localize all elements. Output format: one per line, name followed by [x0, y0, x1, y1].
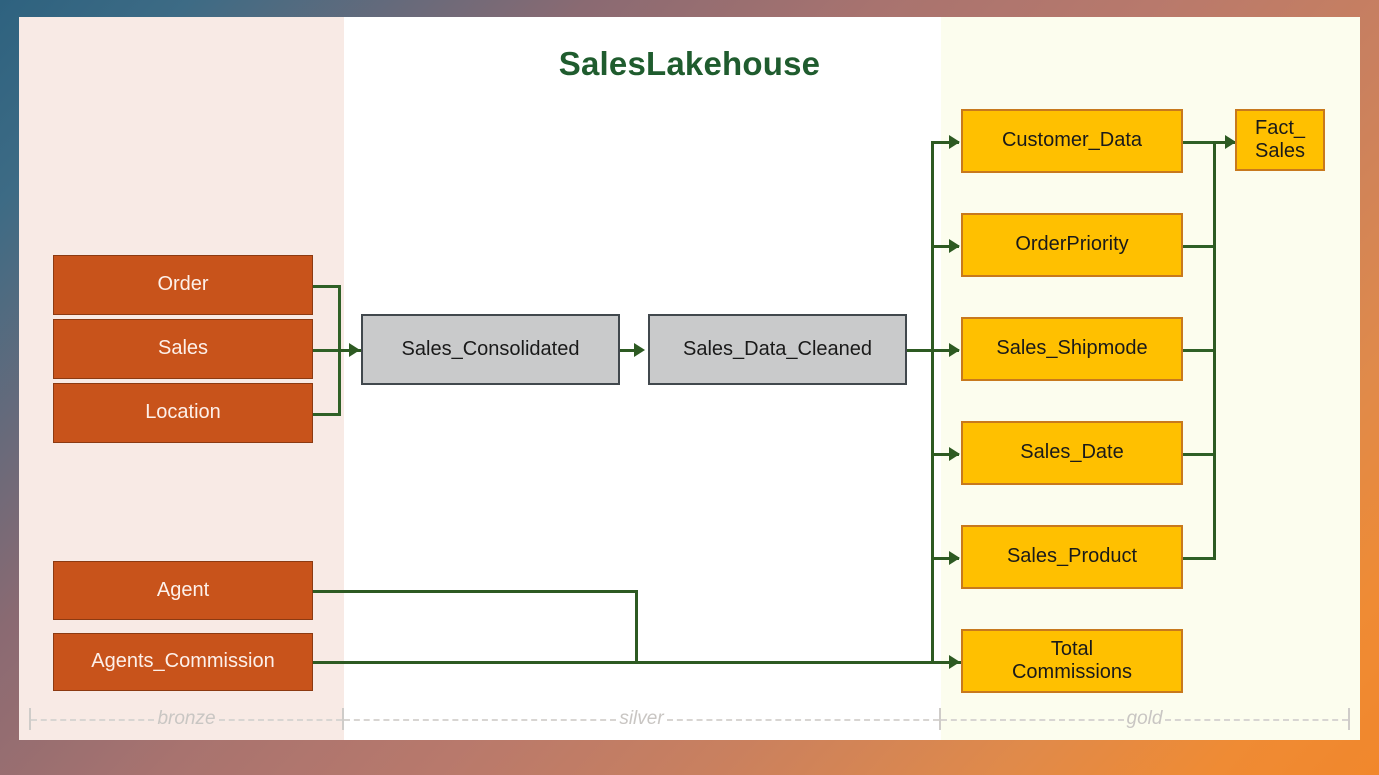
node-total-commissions[interactable]: Total Commissions [961, 629, 1183, 693]
zone-label-silver: silver [619, 708, 664, 729]
arrow-to-sales-shipmode [949, 343, 960, 357]
zone-ruler-silver: silver [344, 706, 941, 732]
node-sales-label: Sales [157, 337, 209, 360]
ruler-tick-right [1348, 708, 1351, 730]
wire-fact-sales-bus [1213, 141, 1216, 560]
zone-ruler-gold: gold [941, 706, 1351, 732]
node-total-commissions-label-line1: Total [1050, 637, 1094, 660]
wire-bus-to-fact-sales [1213, 141, 1235, 144]
arrow-to-customer-data [949, 135, 960, 149]
wire-customer-data-out [1183, 141, 1228, 144]
node-total-commissions-label-line2: Commissions [1011, 661, 1133, 683]
node-order-priority[interactable]: OrderPriority [961, 213, 1183, 277]
node-sales-consolidated[interactable]: Sales_Consolidated [361, 314, 620, 385]
wire-agent-drop [635, 590, 638, 662]
node-sales-consolidated-label: Sales_Consolidated [401, 337, 580, 360]
ruler-dash-right [218, 719, 343, 721]
node-agent-label: Agent [156, 578, 210, 601]
ruler-dash-right [1165, 719, 1349, 721]
node-order-priority-label: OrderPriority [1015, 233, 1129, 256]
ruler-tick-right [939, 708, 941, 730]
ruler-dash-left [31, 719, 155, 721]
arrow-to-sales-product [949, 551, 960, 565]
wire-commission-to-total [313, 661, 963, 664]
arrow-to-sales-consolidated [349, 343, 360, 357]
wire-bus-to-sales-product [931, 557, 959, 560]
zone-label-gold: gold [1126, 708, 1163, 729]
wire-bus-to-order-priority [931, 245, 959, 248]
ruler-dash-right [666, 719, 939, 721]
wire-sales-product-out [1183, 557, 1216, 560]
node-location-label: Location [145, 401, 221, 424]
node-agents-commission-label: Agents_Commission [91, 650, 275, 673]
arrow-to-sales-data-cleaned [634, 343, 645, 357]
ruler-dash-left [941, 719, 1124, 721]
wire-bus-to-customer-data [931, 141, 959, 144]
node-location[interactable]: Location [53, 383, 313, 443]
node-sales-shipmode[interactable]: Sales_Shipmode [961, 317, 1183, 381]
node-fact-sales-label-line1: Fact_ [1254, 116, 1306, 139]
node-sales-data-cleaned[interactable]: Sales_Data_Cleaned [648, 314, 907, 385]
node-order-label: Order [157, 273, 209, 296]
node-order[interactable]: Order [53, 255, 313, 315]
wire-sales-out [313, 349, 341, 352]
wire-location-out [313, 413, 341, 416]
diagram-canvas: SalesLakehouse [19, 17, 1360, 740]
arrow-to-fact-sales [1225, 135, 1236, 149]
node-sales-date[interactable]: Sales_Date [961, 421, 1183, 485]
node-sales-data-cleaned-label: Sales_Data_Cleaned [682, 337, 873, 360]
wire-bus-to-sales-date [931, 453, 959, 456]
zone-label-bronze: bronze [157, 708, 216, 729]
node-sales-shipmode-label: Sales_Shipmode [996, 337, 1148, 360]
node-sales-date-label: Sales_Date [1020, 441, 1124, 464]
wire-order-out [313, 285, 341, 288]
node-agents-commission[interactable]: Agents_Commission [53, 633, 313, 691]
ruler-tick-left [29, 708, 31, 730]
node-sales-product[interactable]: Sales_Product [961, 525, 1183, 589]
node-customer-data-label: Customer_Data [1001, 129, 1143, 152]
node-fact-sales[interactable]: Fact_ Sales [1235, 109, 1325, 171]
node-sales-product-label: Sales_Product [1006, 545, 1138, 568]
wire-agent-out [313, 590, 638, 593]
wire-sales-shipmode-out [1183, 349, 1216, 352]
ruler-dash-left [344, 719, 617, 721]
arrow-to-total-commissions [949, 655, 960, 669]
ruler-tick-right [342, 708, 345, 730]
wire-order-priority-out [1183, 245, 1216, 248]
wire-cleaned-out [906, 349, 944, 352]
node-fact-sales-label-line2: Sales [1254, 140, 1306, 162]
zone-ruler-bronze: bronze [29, 706, 345, 732]
wire-consolidated-to-cleaned [620, 349, 638, 352]
arrow-to-sales-date [949, 447, 960, 461]
node-customer-data[interactable]: Customer_Data [961, 109, 1183, 173]
wire-gold-fanout-bus [931, 141, 934, 663]
arrow-to-order-priority [949, 239, 960, 253]
wire-sales-date-out [1183, 453, 1216, 456]
node-agent[interactable]: Agent [53, 561, 313, 620]
node-sales[interactable]: Sales [53, 319, 313, 379]
wire-bus-to-sales-shipmode [931, 349, 959, 352]
diagram-title: SalesLakehouse [558, 45, 821, 82]
